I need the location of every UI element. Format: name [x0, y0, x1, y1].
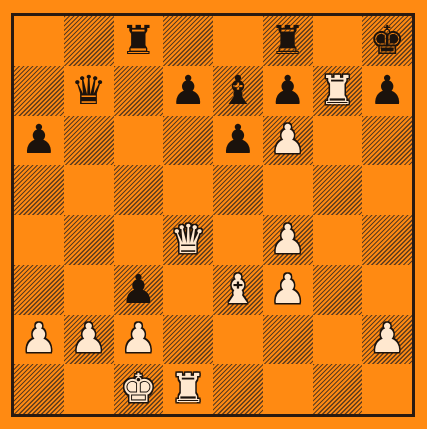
square-g4[interactable]: [313, 215, 363, 265]
black-king-icon[interactable]: ♚: [362, 16, 412, 66]
square-a8[interactable]: [14, 16, 64, 66]
square-c5[interactable]: [114, 165, 164, 215]
square-e4[interactable]: [213, 215, 263, 265]
square-a4[interactable]: [14, 215, 64, 265]
black-bishop-icon[interactable]: ♝: [213, 66, 263, 116]
square-h7[interactable]: ♟: [362, 66, 412, 116]
square-f3[interactable]: ♟: [263, 265, 313, 315]
white-bishop-icon[interactable]: ♝: [213, 265, 263, 315]
square-e3[interactable]: ♝: [213, 265, 263, 315]
square-c8[interactable]: ♜: [114, 16, 164, 66]
square-c7[interactable]: [114, 66, 164, 116]
square-a6[interactable]: ♟: [14, 116, 64, 166]
black-pawn-icon[interactable]: ♟: [362, 66, 412, 116]
square-g2[interactable]: [313, 315, 363, 365]
square-e6[interactable]: ♟: [213, 116, 263, 166]
square-e7[interactable]: ♝: [213, 66, 263, 116]
square-h4[interactable]: [362, 215, 412, 265]
black-pawn-icon[interactable]: ♟: [14, 116, 64, 166]
black-queen-icon[interactable]: ♛: [64, 66, 114, 116]
square-a1[interactable]: [14, 364, 64, 414]
square-f5[interactable]: [263, 165, 313, 215]
white-pawn-icon[interactable]: ♟: [263, 215, 313, 265]
square-f6[interactable]: ♟: [263, 116, 313, 166]
square-f2[interactable]: [263, 315, 313, 365]
white-pawn-icon[interactable]: ♟: [362, 315, 412, 365]
square-b6[interactable]: [64, 116, 114, 166]
square-a7[interactable]: [14, 66, 64, 116]
square-h8[interactable]: ♚: [362, 16, 412, 66]
square-e5[interactable]: [213, 165, 263, 215]
black-pawn-icon[interactable]: ♟: [163, 66, 213, 116]
square-e1[interactable]: [213, 364, 263, 414]
square-g6[interactable]: [313, 116, 363, 166]
white-pawn-icon[interactable]: ♟: [114, 315, 164, 365]
square-b8[interactable]: [64, 16, 114, 66]
square-c6[interactable]: [114, 116, 164, 166]
square-h2[interactable]: ♟: [362, 315, 412, 365]
white-rook-icon[interactable]: ♜: [313, 66, 363, 116]
square-e2[interactable]: [213, 315, 263, 365]
white-pawn-icon[interactable]: ♟: [14, 315, 64, 365]
chess-board-frame: ♜♜♚♛♟♝♟♜♟♟♟♟♛♟♟♝♟♟♟♟♟♚♜: [11, 13, 415, 417]
black-pawn-icon[interactable]: ♟: [114, 265, 164, 315]
square-d6[interactable]: [163, 116, 213, 166]
square-b7[interactable]: ♛: [64, 66, 114, 116]
square-d3[interactable]: [163, 265, 213, 315]
white-pawn-icon[interactable]: ♟: [263, 116, 313, 166]
square-a3[interactable]: [14, 265, 64, 315]
square-f7[interactable]: ♟: [263, 66, 313, 116]
square-g7[interactable]: ♜: [313, 66, 363, 116]
white-queen-icon[interactable]: ♛: [163, 215, 213, 265]
square-h3[interactable]: [362, 265, 412, 315]
square-e8[interactable]: [213, 16, 263, 66]
square-h5[interactable]: [362, 165, 412, 215]
square-b4[interactable]: [64, 215, 114, 265]
square-f1[interactable]: [263, 364, 313, 414]
square-b3[interactable]: [64, 265, 114, 315]
black-rook-icon[interactable]: ♜: [263, 16, 313, 66]
black-rook-icon[interactable]: ♜: [114, 16, 164, 66]
square-c3[interactable]: ♟: [114, 265, 164, 315]
square-d1[interactable]: ♜: [163, 364, 213, 414]
square-b5[interactable]: [64, 165, 114, 215]
square-g5[interactable]: [313, 165, 363, 215]
white-pawn-icon[interactable]: ♟: [263, 265, 313, 315]
square-a2[interactable]: ♟: [14, 315, 64, 365]
square-a5[interactable]: [14, 165, 64, 215]
square-c1[interactable]: ♚: [114, 364, 164, 414]
black-pawn-icon[interactable]: ♟: [213, 116, 263, 166]
square-c4[interactable]: [114, 215, 164, 265]
square-b2[interactable]: ♟: [64, 315, 114, 365]
square-f8[interactable]: ♜: [263, 16, 313, 66]
square-d5[interactable]: [163, 165, 213, 215]
chess-board[interactable]: ♜♜♚♛♟♝♟♜♟♟♟♟♛♟♟♝♟♟♟♟♟♚♜: [14, 16, 412, 414]
white-pawn-icon[interactable]: ♟: [64, 315, 114, 365]
square-g8[interactable]: [313, 16, 363, 66]
square-d4[interactable]: ♛: [163, 215, 213, 265]
square-c2[interactable]: ♟: [114, 315, 164, 365]
square-f4[interactable]: ♟: [263, 215, 313, 265]
square-h1[interactable]: [362, 364, 412, 414]
square-b1[interactable]: [64, 364, 114, 414]
square-d2[interactable]: [163, 315, 213, 365]
square-d8[interactable]: [163, 16, 213, 66]
white-king-icon[interactable]: ♚: [114, 364, 164, 414]
white-rook-icon[interactable]: ♜: [163, 364, 213, 414]
square-g1[interactable]: [313, 364, 363, 414]
square-d7[interactable]: ♟: [163, 66, 213, 116]
black-pawn-icon[interactable]: ♟: [263, 66, 313, 116]
square-g3[interactable]: [313, 265, 363, 315]
square-h6[interactable]: [362, 116, 412, 166]
